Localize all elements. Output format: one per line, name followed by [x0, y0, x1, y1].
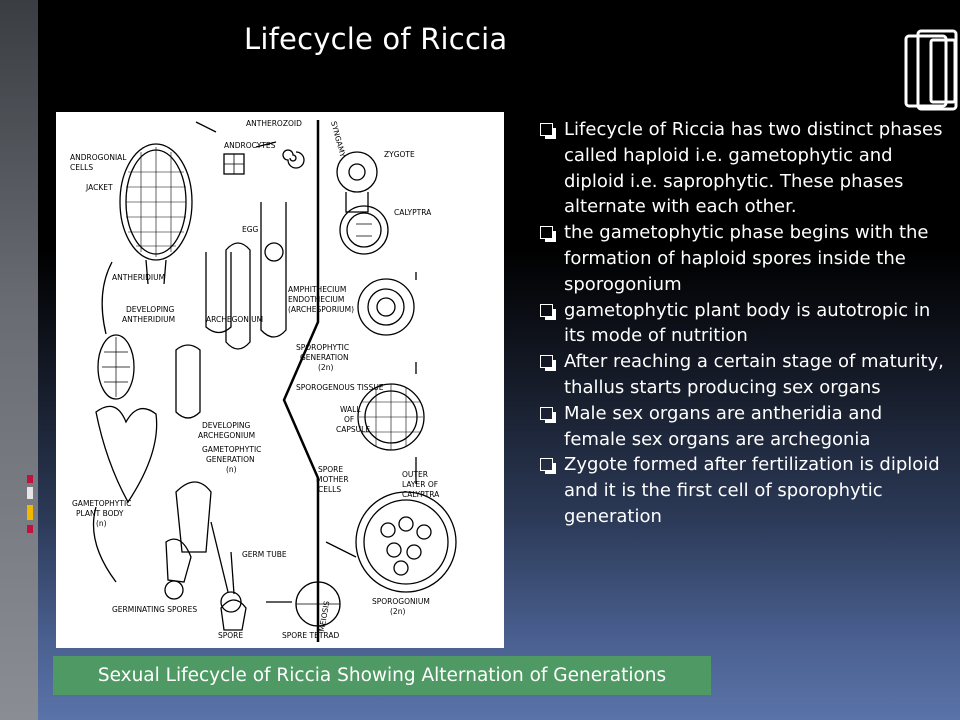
label-sporophytic-gen-3: (2n) [318, 363, 333, 372]
bullet-text: Lifecycle of Riccia has two distinct pha… [564, 119, 943, 218]
label-antherozoid: ANTHEROZOID [246, 119, 302, 128]
label-sporophytic-gen-1: SPOROPHYTIC [296, 343, 349, 352]
accent-bar-red [27, 475, 33, 483]
accent-bar-yellow [27, 505, 33, 520]
checkbox-bullet-icon [540, 303, 556, 320]
label-developing-antheridium-1: DEVELOPING [126, 305, 175, 314]
label-plant-body-1: GAMETOPHYTIC [72, 499, 131, 508]
bullet-text: Zygote formed after fertilization is dip… [564, 454, 940, 527]
label-endothecium: ENDOTHECIUM [288, 295, 344, 304]
label-spore-mother-1: SPORE [318, 465, 343, 474]
label-outer-layer-2: LAYER OF [402, 480, 438, 489]
label-wall-1: WALL [340, 405, 361, 414]
label-gametophytic-gen-1: GAMETOPHYTIC [202, 445, 261, 454]
label-androgonial-1: ANDROGONIAL [70, 153, 127, 162]
checkbox-bullet-icon [540, 406, 556, 423]
label-meiosis: MEIOSIS [317, 600, 331, 632]
label-sporogenous-tissue: SPOROGENOUS TISSUE [296, 383, 384, 392]
bullet-text: the gametophytic phase begins with the f… [564, 222, 929, 295]
left-band [0, 0, 38, 720]
label-plant-body-2: PLANT BODY [76, 509, 124, 518]
bullet-text: After reaching a certain stage of maturi… [564, 351, 944, 398]
label-antheridium: ANTHERIDIUM [112, 273, 165, 282]
label-spore-mother-3: CELLS [318, 485, 341, 494]
label-jacket: JACKET [85, 183, 113, 192]
bullet-item: Male sex organs are antheridia and femal… [538, 401, 948, 453]
label-archesporium: (ARCHESPORIUM) [288, 305, 354, 314]
label-archegonium: ARCHEGONIUM [206, 315, 263, 324]
label-calyptra: CALYPTRA [394, 208, 432, 217]
label-zygote: ZYGOTE [384, 150, 415, 159]
figure-caption: Sexual Lifecycle of Riccia Showing Alter… [53, 656, 711, 695]
label-androgonial-2: CELLS [70, 163, 93, 172]
label-gametophytic-gen-3: (n) [226, 465, 237, 474]
label-spore-tetrad: SPORE TETRAD [282, 631, 339, 640]
label-syngamy: SYNGAMY [329, 120, 347, 158]
label-wall-3: CAPSULE [336, 425, 370, 434]
label-outer-layer-1: OUTER [402, 470, 428, 479]
lifecycle-diagram-svg: ANTHEROZOID ANDROCYTES ANDROGONIAL CELLS… [70, 119, 457, 642]
label-egg: EGG [242, 225, 259, 234]
label-sporogonium-1: SPOROGONIUM [372, 597, 430, 606]
label-sporogonium-2: (2n) [390, 607, 405, 616]
label-amphithecium: AMPHITHECIUM [288, 285, 346, 294]
label-germinating-spores: GERMINATING SPORES [112, 605, 197, 614]
label-gametophytic-gen-2: GENERATION [206, 455, 255, 464]
checkbox-bullet-icon [540, 355, 556, 372]
bullet-item: gametophytic plant body is autotropic in… [538, 298, 948, 350]
label-developing-archegonium-2: ARCHEGONIUM [198, 431, 255, 440]
label-spore: SPORE [218, 631, 243, 640]
label-spore-mother-2: MOTHER [316, 475, 349, 484]
accent-bar-gray [27, 487, 33, 499]
bullet-item: After reaching a certain stage of maturi… [538, 349, 948, 401]
lifecycle-diagram: ANTHEROZOID ANDROCYTES ANDROGONIAL CELLS… [56, 112, 504, 648]
accent-bar-red-2 [27, 525, 33, 533]
label-sporophytic-gen-2: GENERATION [300, 353, 349, 362]
checkbox-bullet-icon [540, 226, 556, 243]
bullet-item: Lifecycle of Riccia has two distinct pha… [538, 117, 948, 220]
checkbox-bullet-icon [540, 123, 556, 139]
bullet-text: gametophytic plant body is autotropic in… [564, 299, 931, 347]
slide-title: Lifecycle of Riccia [244, 22, 508, 56]
label-androcytes: ANDROCYTES [224, 141, 276, 150]
decorative-frames-icon [904, 29, 958, 111]
bullet-list: Lifecycle of Riccia has two distinct pha… [538, 117, 948, 530]
label-outer-layer-3: CALYPTRA [402, 490, 440, 499]
bullet-item: Zygote formed after fertilization is dip… [538, 452, 948, 529]
label-wall-2: OF [344, 415, 354, 424]
label-developing-archegonium-1: DEVELOPING [202, 421, 251, 430]
bullet-item: the gametophytic phase begins with the f… [538, 220, 948, 297]
label-germ-tube: GERM TUBE [242, 550, 287, 559]
label-plant-body-3: (n) [96, 519, 107, 528]
label-developing-antheridium-2: ANTHERIDIUM [122, 315, 175, 324]
bullet-text: Male sex organs are antheridia and femal… [564, 402, 883, 450]
checkbox-bullet-icon [540, 458, 556, 475]
